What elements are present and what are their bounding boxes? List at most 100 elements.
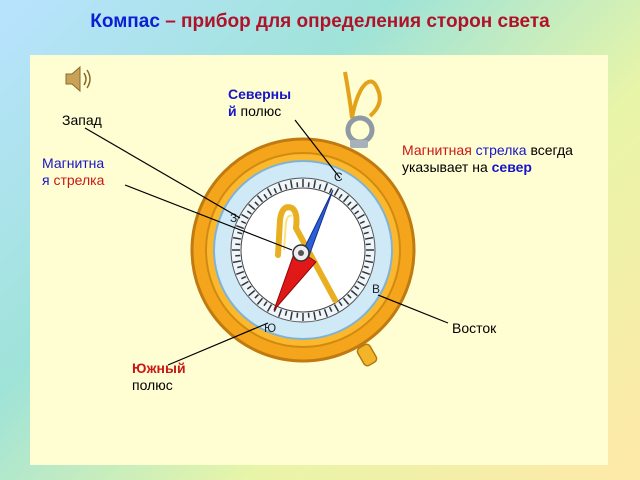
tick-mark xyxy=(359,220,365,225)
label-east: Восток xyxy=(452,320,497,336)
title-compass: Компас xyxy=(90,11,160,32)
label-south-pole-line1: Южный xyxy=(132,360,186,376)
needle-pivot-center xyxy=(298,250,304,256)
tick-mark xyxy=(354,285,360,290)
letter-west: З xyxy=(230,211,237,225)
tick-mark xyxy=(363,265,369,269)
tick-mark xyxy=(273,188,278,194)
label-south-pole: Южный полюс xyxy=(132,360,186,394)
note-always: всегда xyxy=(526,142,573,158)
label-magnetic-needle-line2a: я xyxy=(42,172,50,188)
label-west: Запад xyxy=(62,112,102,128)
tick-mark xyxy=(246,210,252,215)
tick-mark xyxy=(350,289,358,297)
tick-mark xyxy=(318,310,322,316)
tick-mark xyxy=(323,308,328,317)
title-definition: прибор для определения сторон света xyxy=(181,11,550,32)
tick-mark xyxy=(263,193,268,199)
pointer-north-pole xyxy=(294,119,341,179)
tick-mark xyxy=(357,213,365,220)
label-south-pole-line2: полюс xyxy=(132,377,173,393)
speaker-icon[interactable] xyxy=(62,62,96,96)
tick-marks xyxy=(232,179,374,321)
lock-lever-highlight xyxy=(283,214,293,251)
tick-mark xyxy=(323,183,328,192)
tick-mark xyxy=(354,210,360,215)
tick-mark xyxy=(256,195,264,203)
tick-mark xyxy=(241,213,249,220)
tick-mark xyxy=(359,275,365,280)
letter-south: Ю xyxy=(264,321,276,335)
note-needle: стрелка xyxy=(471,142,527,158)
tick-mark xyxy=(232,236,242,240)
pointer-east xyxy=(377,294,449,324)
tick-mark xyxy=(254,294,259,299)
tick-mark xyxy=(350,203,358,211)
tick-mark xyxy=(266,304,273,312)
tick-mark xyxy=(363,231,369,235)
label-north-pole-word2: полюс xyxy=(236,103,282,119)
label-north-pole-word1-end: й xyxy=(228,103,237,119)
lock-lever xyxy=(275,204,338,303)
lock-knob xyxy=(356,343,378,367)
tick-mark xyxy=(338,193,343,199)
tick-mark xyxy=(289,179,293,189)
tick-mark xyxy=(347,201,352,206)
tick-mark xyxy=(289,311,293,321)
tick-mark xyxy=(278,183,283,192)
label-note: Магнитная стрелка всегда указывает на се… xyxy=(402,142,573,176)
label-magnetic-needle-line1: Магнитна xyxy=(42,155,105,171)
tick-mark xyxy=(364,260,374,264)
tick-mark xyxy=(248,289,256,297)
label-north-pole: Северны й полюс xyxy=(228,86,291,120)
tick-mark xyxy=(357,280,365,287)
tick-mark xyxy=(278,308,283,317)
tick-mark xyxy=(347,294,352,299)
tick-mark xyxy=(246,285,252,290)
tick-mark xyxy=(318,184,322,190)
label-magnetic-needle: Магнитна я стрелка xyxy=(42,155,104,189)
tick-mark xyxy=(263,301,268,307)
tick-mark xyxy=(333,304,340,312)
tick-mark xyxy=(361,270,370,275)
ring-clip xyxy=(350,140,368,148)
tick-mark xyxy=(313,311,317,321)
note-magnetic: Магнитная xyxy=(402,142,472,158)
tick-mark xyxy=(241,275,247,280)
tick-mark xyxy=(248,203,256,211)
pointer-south-pole xyxy=(167,322,269,366)
tick-mark xyxy=(236,225,245,230)
label-magnetic-needle-line2b: стрелка xyxy=(49,172,105,188)
label-north-pole-word1: Северны xyxy=(228,86,292,102)
page-title: Компас – прибор для определения сторон с… xyxy=(0,10,640,34)
letter-east: В xyxy=(372,282,380,296)
tick-mark xyxy=(241,280,249,287)
tick-mark xyxy=(342,297,350,305)
tick-mark xyxy=(338,301,343,307)
tick-mark xyxy=(254,201,259,206)
tick-mark xyxy=(313,179,317,189)
tick-mark xyxy=(361,225,370,230)
tick-mark xyxy=(284,310,288,316)
tick-mark xyxy=(256,297,264,305)
tick-mark xyxy=(342,195,350,203)
tick-mark xyxy=(232,260,242,264)
pointer-magnetic-needle xyxy=(124,184,293,251)
tick-mark xyxy=(333,188,340,196)
tick-mark xyxy=(328,306,333,312)
tick-mark xyxy=(241,220,247,225)
rope xyxy=(343,71,382,119)
hanging-ring xyxy=(345,115,375,145)
tick-mark xyxy=(237,265,243,269)
tick-mark xyxy=(328,188,333,194)
title-dash: – xyxy=(159,11,182,32)
note-points-to: указывает на xyxy=(402,159,492,175)
note-north: север xyxy=(491,159,532,175)
pointer-west xyxy=(84,127,241,219)
tick-mark xyxy=(236,270,245,275)
tick-mark xyxy=(266,188,273,196)
tick-mark xyxy=(237,231,243,235)
tick-mark xyxy=(284,184,288,190)
tick-mark xyxy=(364,236,374,240)
